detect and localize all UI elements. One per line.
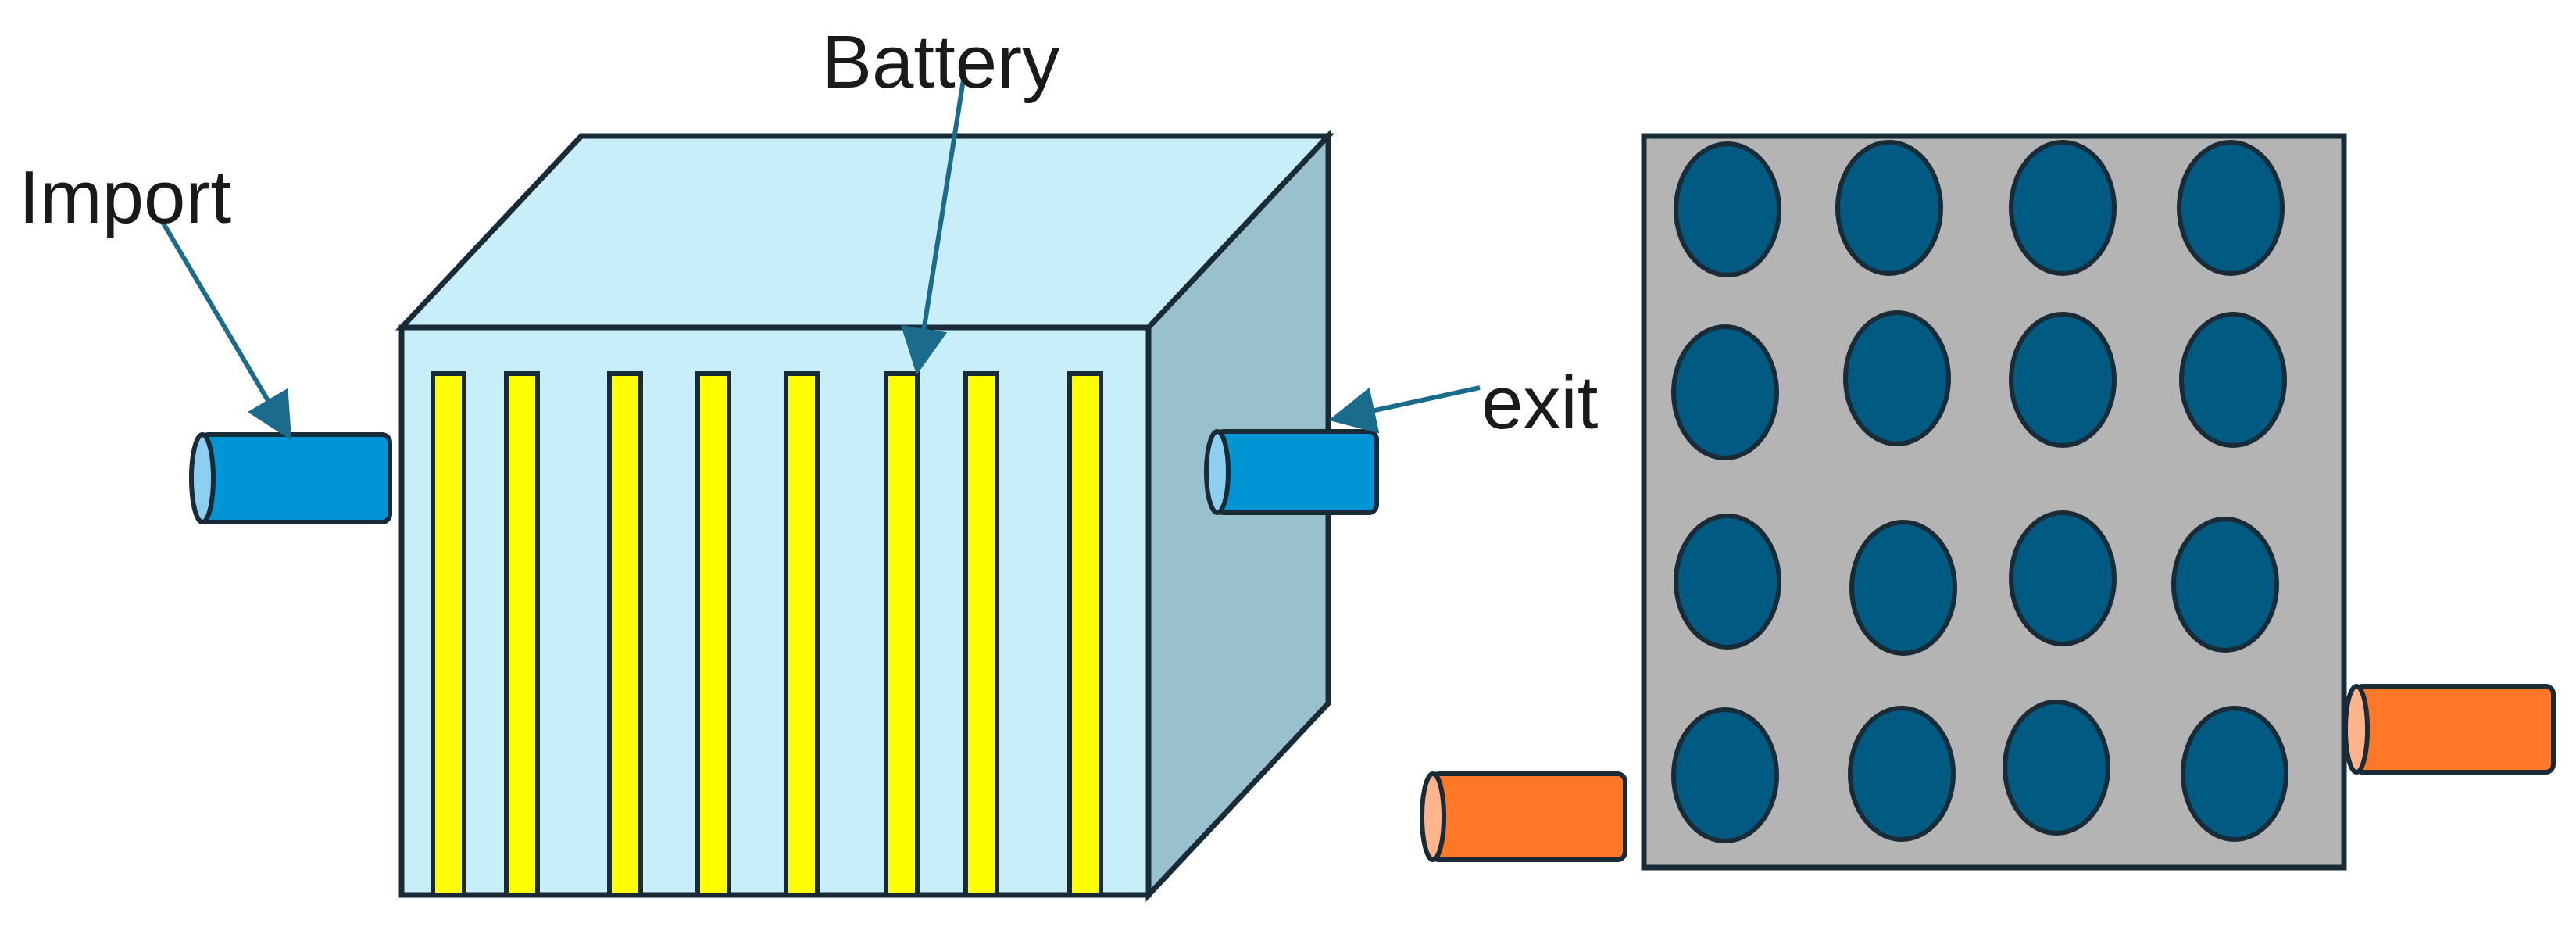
exit-pointer-arrow [1328,385,1481,434]
cell-strip [784,371,820,897]
cell-circle [2003,700,2110,836]
cell-strip [884,371,920,897]
right-orange-pipe-cap [2343,684,2370,775]
import-pipe [189,432,392,524]
cell-circle [1843,310,1951,446]
cell-circle [1671,324,1779,460]
cell-circle [2171,517,2279,653]
exit-pipe-cap [1204,429,1231,515]
cell-strips [431,371,1103,897]
cell-circles [1671,140,2288,843]
cell-circle [2009,140,2117,276]
left-orange-pipe-cap [1420,771,1446,862]
exit-label: exit [1481,361,1598,445]
import-pointer-arrow [160,220,292,441]
cell-circle [2177,140,2285,276]
cell-circle [2179,312,2287,448]
cell-circle [1674,514,1781,650]
import-label: Import [19,156,231,239]
cell-circle [1849,520,1957,656]
cross-section-plate [1641,133,2347,871]
cell-strip [1067,371,1103,897]
battery-pointer-arrow [900,74,966,375]
cell-circle [1671,707,1779,843]
cell-circle [1835,140,1943,276]
cell-strip [963,371,999,897]
cell-strip [431,371,466,897]
cell-circle [1674,141,1781,277]
right-orange-pipe [2343,684,2556,775]
exit-pipe [1204,429,1379,515]
cell-strip [504,371,540,897]
import-pipe-cap [189,432,216,524]
cell-circle [2009,312,2117,448]
battery-box [395,129,1335,902]
left-orange-pipe [1420,771,1627,862]
cell-circle [2181,706,2288,842]
cell-strip [695,371,731,897]
cell-circle [1848,706,1956,842]
cell-circle [2009,510,2117,646]
cell-strip [607,371,643,897]
battery-label: Battery [822,20,1059,104]
